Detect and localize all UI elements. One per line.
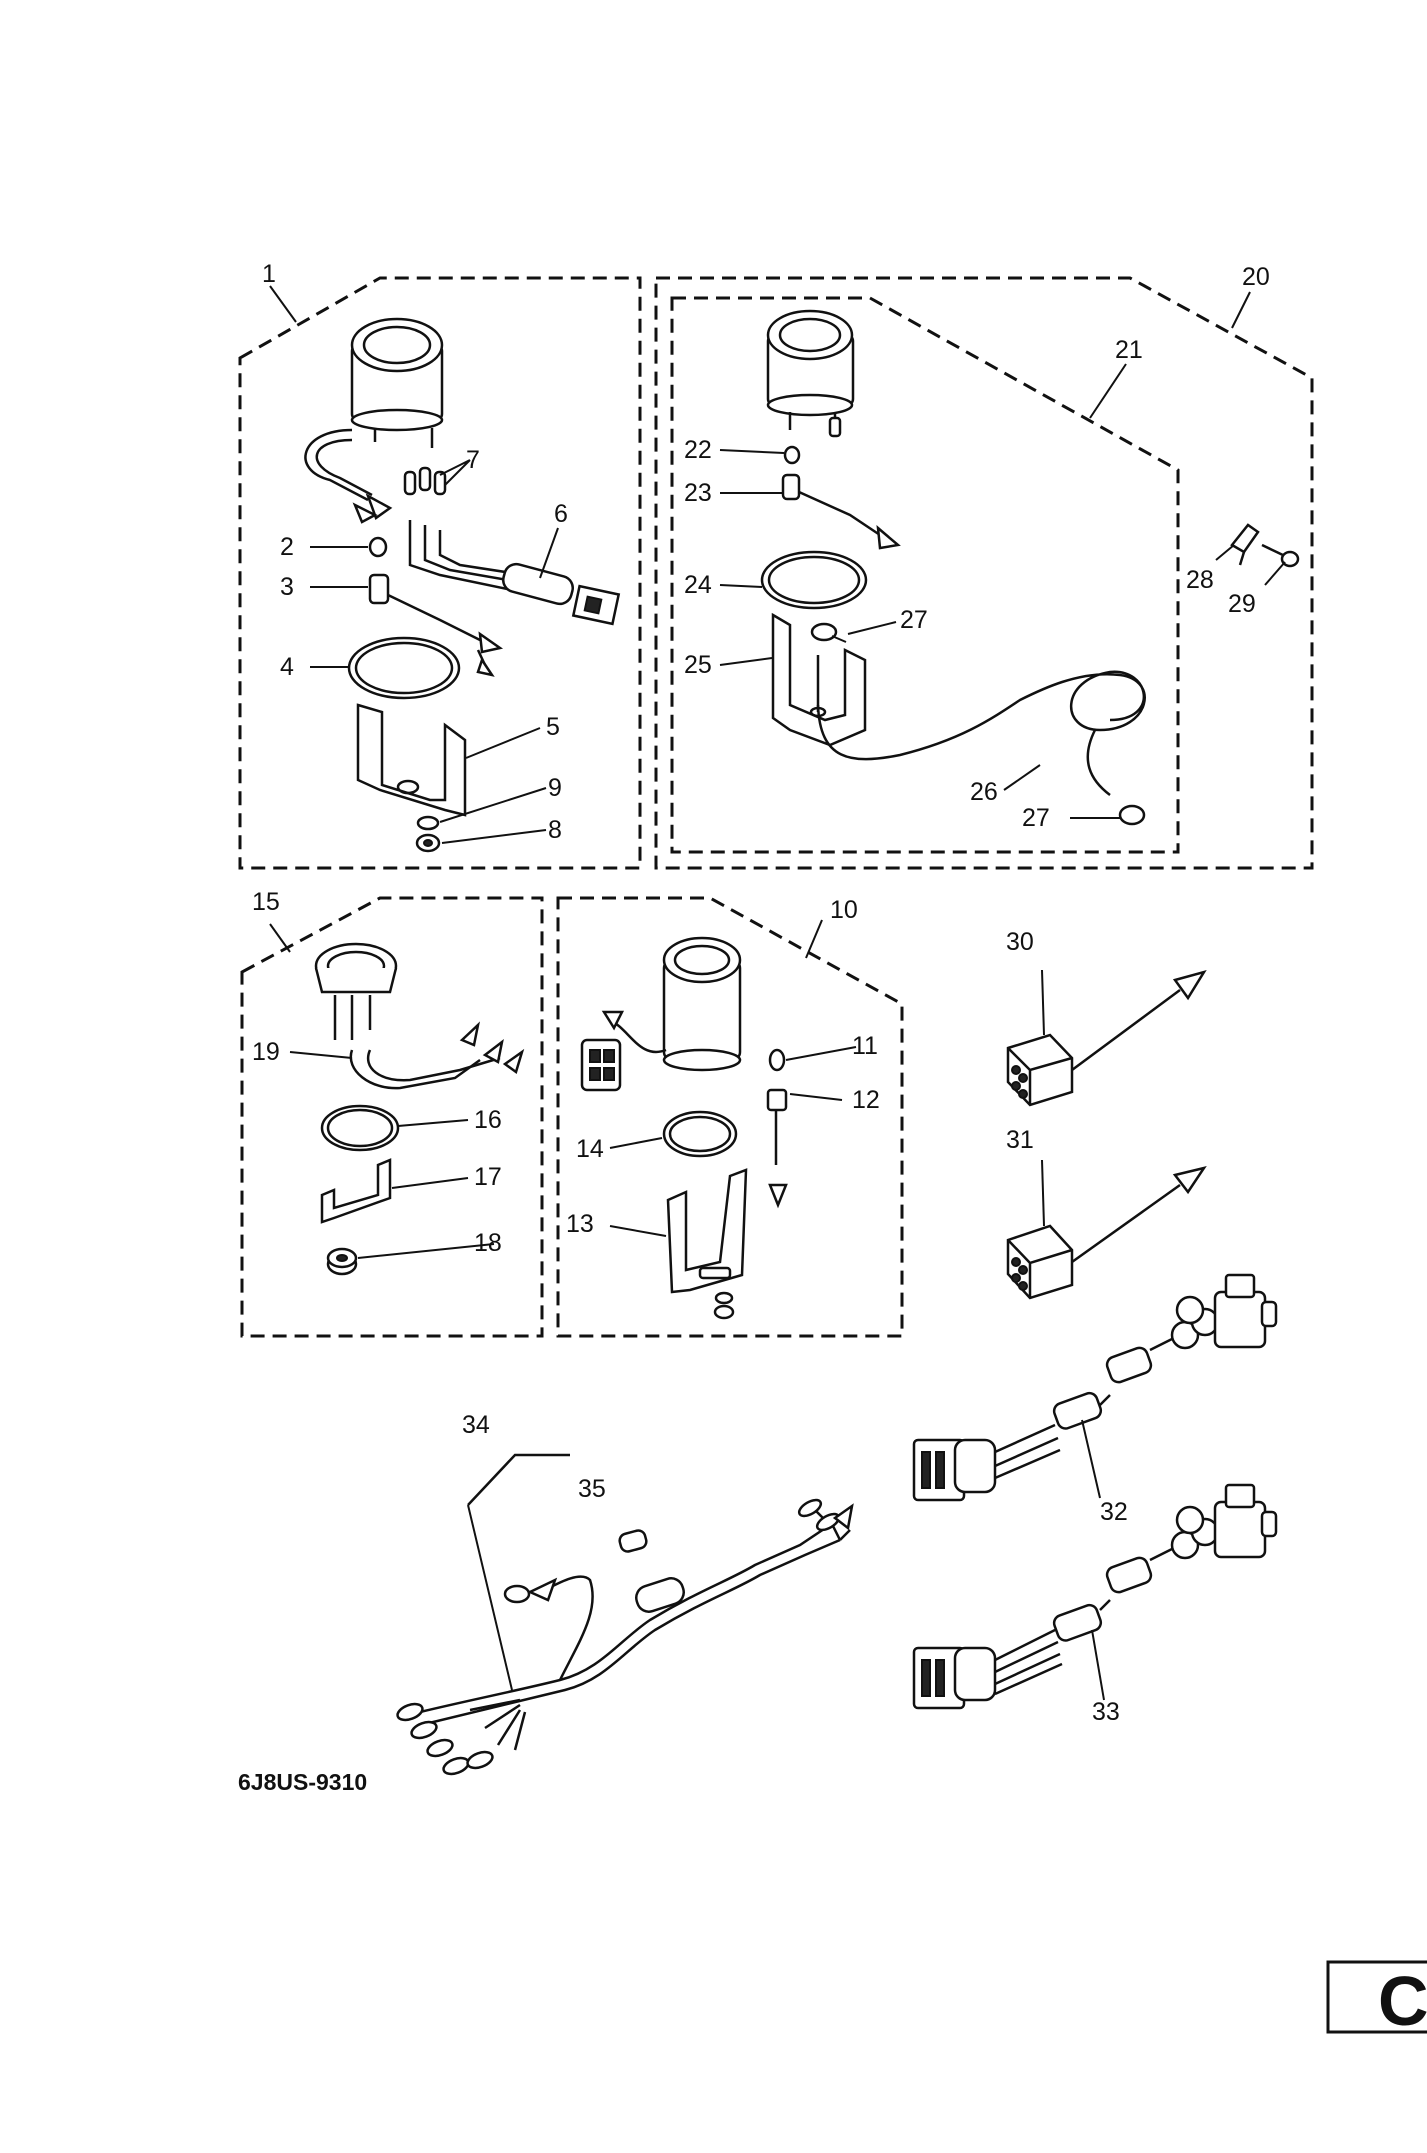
clamp-icon [1230,523,1260,566]
part-label-33: 33 [1092,1698,1120,1726]
part-label-5: 5 [546,713,560,741]
part-label-11: 11 [852,1032,878,1060]
group-21-border [670,296,1180,854]
group-1-parts [304,317,621,853]
extension-harness-32 [912,1273,1278,1502]
gauge-icon [304,317,444,524]
mounting-bracket-icon [666,1168,748,1294]
group-borders [238,276,1314,1338]
part-label-2: 2 [280,533,294,561]
bulb-socket-icon [781,473,901,550]
group-1-border [238,276,642,870]
part-label-16: 16 [474,1106,502,1134]
gasket-ring-icon [662,1110,738,1158]
gauge-icon [766,309,855,438]
bulb-socket-icon [368,573,504,677]
bulb-icon [783,445,801,465]
main-harness-34 [396,1453,854,1776]
corner-tab-letter: C [1378,1962,1427,2040]
gauge-icon [314,942,398,1040]
mounting-bracket-icon [771,612,867,747]
mounting-bracket-icon [320,1158,392,1224]
part-label-24: 24 [684,571,712,599]
part-label-4: 4 [280,653,294,681]
part-label-7: 7 [466,446,480,474]
part-label-13: 13 [566,1210,594,1238]
part-label-14: 14 [576,1135,604,1163]
part-label-35: 35 [578,1475,606,1503]
wire-harness-icon [349,1021,525,1090]
group-10-border [556,896,904,1338]
part-label-20: 20 [1242,263,1270,291]
part-label-27a: 27 [900,606,928,634]
part-label-19: 19 [252,1038,280,1066]
connector-30 [1006,969,1207,1107]
group-21-parts [760,309,1146,826]
part-label-28: 28 [1186,566,1214,594]
group-20-extras [1230,523,1300,568]
screw-icon [1261,543,1300,568]
part-label-32: 32 [1100,1498,1128,1526]
wire-harness-icon [408,520,621,626]
connector-icon [580,1010,667,1092]
leader-lines [269,285,1286,1701]
nut-icon [415,833,441,853]
hose-tube-icon [816,670,1146,796]
group-20-border [654,276,1314,870]
bulb-socket-icon [766,1088,788,1209]
bulb-icon [768,1048,786,1072]
part-label-22: 22 [684,436,712,464]
part-label-31: 31 [1006,1126,1034,1154]
part-label-18: 18 [474,1229,502,1257]
bulb-icon [368,536,388,558]
gasket-ring-icon [347,636,461,700]
extension-harness-33 [912,1483,1278,1710]
part-label-23: 23 [684,479,712,507]
group-10-parts [580,936,788,1320]
part-label-3: 3 [280,573,294,601]
part-label-27b: 27 [1022,804,1050,832]
washer-icon [416,815,440,831]
part-label-21: 21 [1115,336,1143,364]
part-label-1: 1 [262,260,276,288]
part-label-26: 26 [970,778,998,806]
part-label-10: 10 [830,896,858,924]
gauge-icon [662,936,742,1072]
part-label-30: 30 [1006,928,1034,956]
connector-31 [1006,1166,1207,1300]
clip-icon [1118,804,1146,826]
fuse-35 [618,1529,648,1553]
part-label-6: 6 [554,500,568,528]
mounting-bracket-icon [356,703,467,817]
part-label-34: 34 [462,1411,490,1439]
terminal-pins-icon [403,466,447,496]
nut-icon [326,1247,358,1276]
part-labels: 1 2 3 4 5 6 7 8 9 10 11 12 13 14 15 16 1… [252,260,1270,1726]
corner-tab: C [1326,1960,1427,2040]
clip-icon [810,622,847,643]
nut-icon [713,1291,735,1320]
part-label-9: 9 [548,774,562,802]
part-label-17: 17 [474,1163,502,1191]
document-code: 6J8US-9310 [238,1769,367,1795]
part-label-15: 15 [252,888,280,916]
part-label-8: 8 [548,816,562,844]
gasket-ring-icon [760,550,868,610]
part-label-29: 29 [1228,590,1256,618]
part-label-25: 25 [684,651,712,679]
gasket-ring-icon [320,1104,400,1152]
group-15-border [240,896,544,1338]
part-label-12: 12 [852,1086,880,1114]
